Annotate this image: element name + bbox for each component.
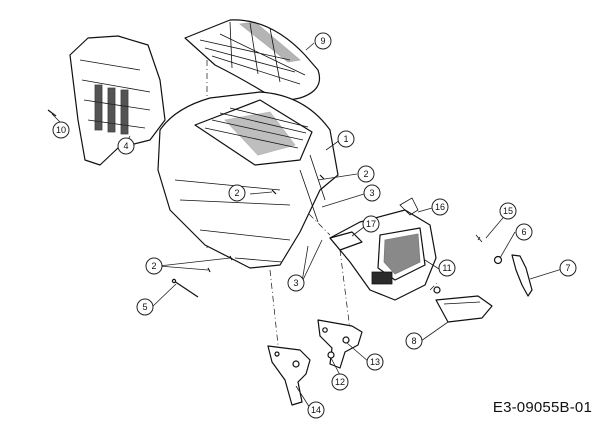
svg-text:3: 3 — [369, 188, 374, 198]
callout-4: 4 — [117, 137, 135, 155]
callout-9: 9 — [314, 32, 332, 50]
callout-5: 5 — [136, 298, 154, 316]
svg-text:11: 11 — [442, 263, 451, 273]
svg-text:4: 4 — [123, 141, 128, 151]
svg-text:17: 17 — [366, 219, 376, 229]
svg-text:3: 3 — [293, 278, 298, 288]
callout-13: 13 — [366, 353, 384, 371]
svg-text:13: 13 — [370, 357, 380, 367]
rod-part — [171, 278, 199, 298]
svg-text:7: 7 — [565, 263, 570, 273]
callout-14: 14 — [307, 401, 325, 419]
callout-2: 2 — [145, 257, 163, 275]
svg-text:12: 12 — [335, 377, 345, 387]
svg-text:5: 5 — [142, 302, 147, 312]
svg-text:15: 15 — [503, 206, 513, 216]
front-grille-part — [329, 197, 437, 301]
callout-3: 3 — [287, 274, 305, 292]
callout-6: 6 — [515, 223, 533, 241]
callout-11: 11 — [438, 259, 456, 277]
hood-part — [157, 91, 339, 269]
front-lens-part — [435, 295, 493, 323]
callout-12: 12 — [331, 373, 349, 391]
callout-17: 17 — [362, 215, 380, 233]
top-grille-cover-part — [184, 19, 321, 103]
svg-text:16: 16 — [435, 202, 445, 212]
clip-bracket-part — [511, 254, 533, 297]
diagram-code-label: E3-09055B-01 — [492, 399, 592, 416]
svg-text:2: 2 — [151, 261, 156, 271]
hinge-bracket-left-part — [267, 345, 335, 406]
fastener-part — [433, 234, 503, 294]
svg-text:8: 8 — [411, 336, 416, 346]
callout-8: 8 — [405, 332, 423, 350]
svg-text:9: 9 — [320, 36, 325, 46]
callout-16: 16 — [431, 198, 449, 216]
svg-text:2: 2 — [234, 188, 239, 198]
grille-bracket-part — [329, 231, 363, 251]
svg-text:2: 2 — [363, 169, 368, 179]
callout-15: 15 — [499, 202, 517, 220]
callout-7: 7 — [559, 259, 577, 277]
screw-parts — [47, 109, 325, 273]
callout-1: 1 — [337, 130, 355, 148]
callout-10: 10 — [52, 121, 70, 139]
hinge-bracket-right-part — [317, 319, 363, 369]
svg-text:10: 10 — [56, 125, 66, 135]
callout-3: 3 — [363, 184, 381, 202]
svg-text:14: 14 — [311, 405, 321, 415]
callout-2: 2 — [228, 184, 246, 202]
svg-text:1: 1 — [343, 134, 348, 144]
svg-text:6: 6 — [521, 227, 526, 237]
side-fender-part — [69, 35, 166, 166]
callout-2: 2 — [357, 165, 375, 183]
